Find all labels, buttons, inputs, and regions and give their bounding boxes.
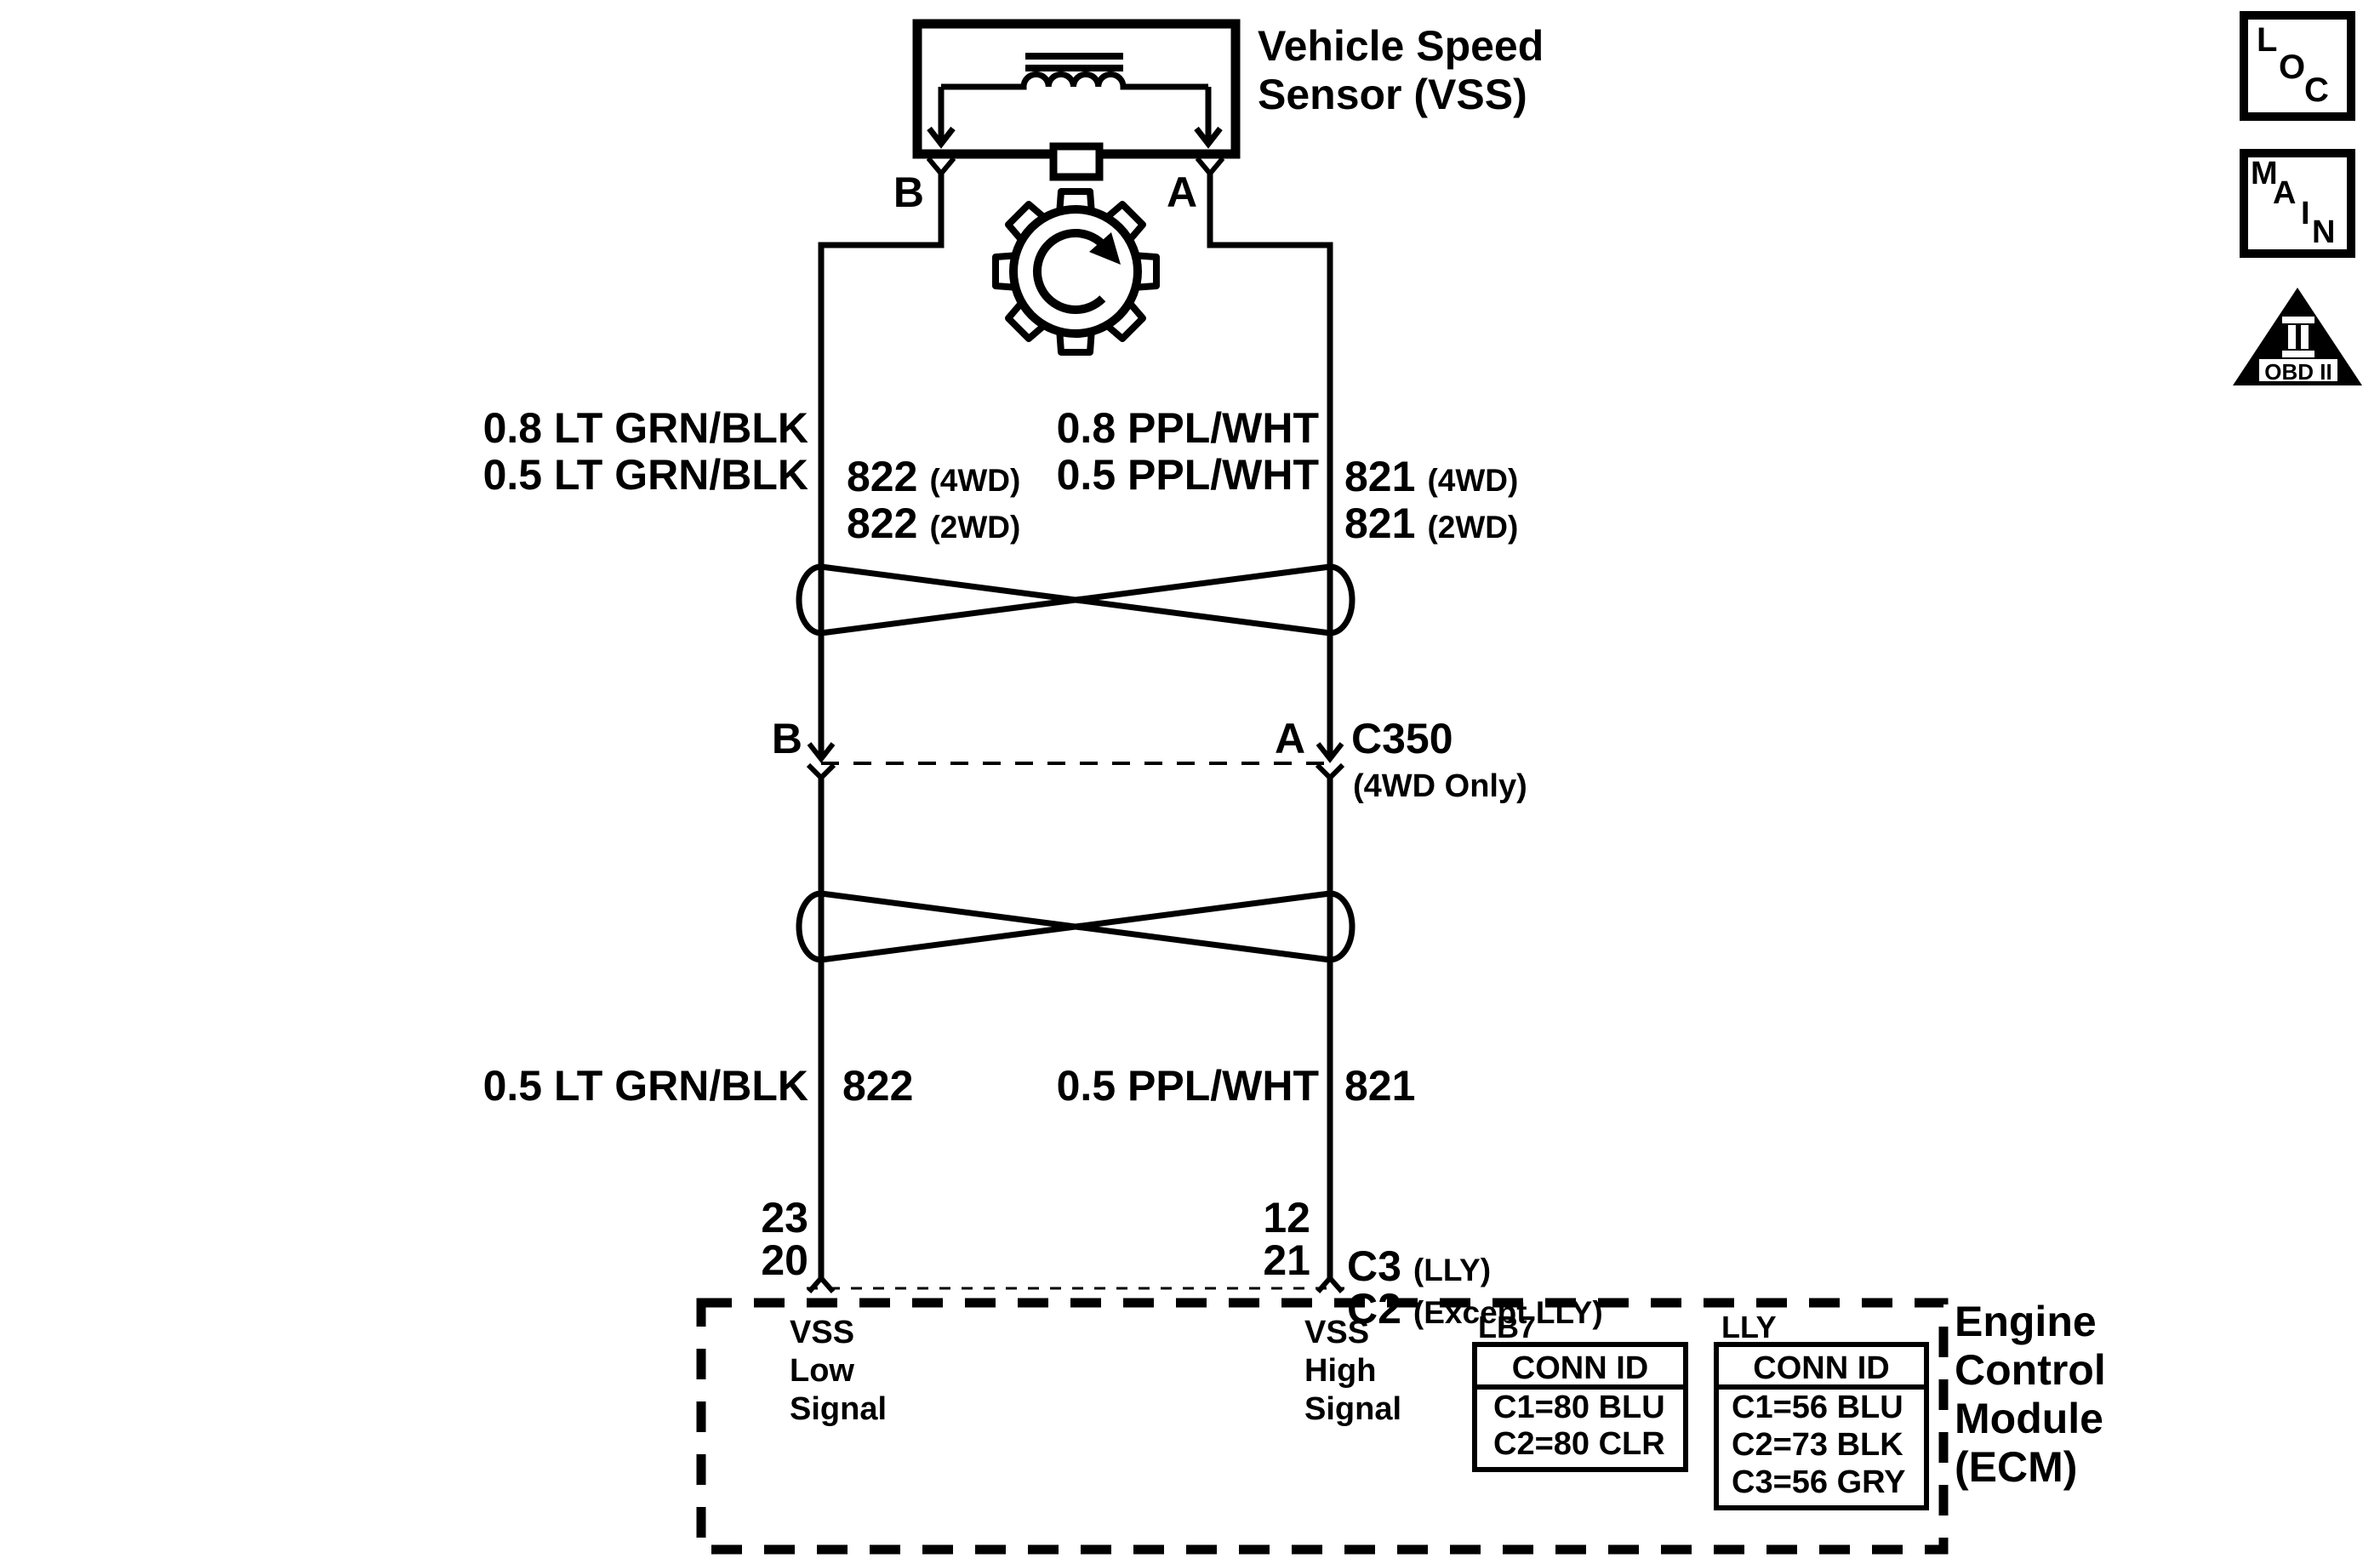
c350-terminal-a-label: A — [1275, 715, 1306, 762]
pin-number: 12 — [1263, 1194, 1310, 1241]
twisted-pair-icon-upper — [796, 563, 1356, 636]
main-badge-letter: A — [2273, 175, 2297, 211]
wire-a-high-signal — [1207, 174, 1333, 1278]
lly-conn-id-header: CONN ID — [1753, 1350, 1890, 1386]
lly-conn-table-frame — [1714, 1342, 1929, 1510]
ecm-low-signal-label: VSS Low Signal — [790, 1315, 888, 1427]
lly-conn-row: C2=73 BLK — [1732, 1427, 1903, 1463]
obd2-badge-label: OBD II — [2264, 359, 2332, 385]
arrow-down-icon — [927, 126, 956, 149]
circuit-number: 821(2WD) — [1344, 499, 1519, 547]
wire-label: 0.5 PPL/WHT — [1056, 451, 1319, 499]
connector-fork-icon — [926, 157, 956, 178]
connector-id-label: C3(LLY) — [1347, 1242, 1492, 1290]
obd2-pillar-icon — [2282, 317, 2314, 357]
ecm-dashed-box — [696, 1298, 1949, 1555]
wire-b-low-signal — [818, 174, 945, 1278]
terminal-a-label: A — [1167, 168, 1198, 216]
variant-note: (4WD) — [929, 463, 1021, 498]
lb7-title: LB7 — [1478, 1310, 1537, 1344]
wire-label: 0.5 LT GRN/BLK — [482, 1062, 808, 1110]
circuit-number: 822 — [842, 1062, 914, 1110]
lly-conn-row: C3=56 GRY — [1732, 1464, 1906, 1500]
loc-badge-letter: C — [2304, 71, 2329, 109]
lly-conn-row: C1=56 BLU — [1732, 1390, 1903, 1425]
c350-terminal-b-label: B — [771, 715, 802, 762]
loc-badge-letter: O — [2279, 49, 2306, 86]
ecm-high-signal-label: VSS High Signal — [1304, 1315, 1402, 1427]
connector-c350 — [806, 742, 1345, 782]
pin-number: 20 — [761, 1236, 808, 1284]
sensor-title: Vehicle Speed Sensor (VSS) — [1258, 22, 1544, 118]
main-badge-letter: N — [2312, 214, 2336, 250]
rotation-arrow-icon — [1032, 229, 1121, 314]
main-badge-letter: M — [2251, 156, 2278, 191]
lb7-conn-row: C1=80 BLU — [1493, 1390, 1665, 1425]
lb7-conn-id-header: CONN ID — [1511, 1350, 1649, 1386]
connector-fork-icon — [1195, 157, 1225, 178]
lb7-conn-row: C2=80 CLR — [1493, 1426, 1665, 1462]
wire-label: 0.5 PPL/WHT — [1056, 1062, 1319, 1110]
loc-badge-letter: L — [2257, 21, 2278, 59]
vss-sensor-box — [912, 19, 1241, 181]
connector-fork-icon — [1315, 762, 1345, 782]
variant-note: (4WD) — [1427, 463, 1519, 498]
pin-number: 23 — [761, 1194, 808, 1241]
variant-note: (Except LLY) — [1413, 1295, 1603, 1330]
main-badge-letter: I — [2301, 196, 2310, 231]
variant-note: (LLY) — [1413, 1253, 1492, 1287]
main-badge-frame — [2240, 149, 2355, 258]
sensor-tab-icon — [1049, 142, 1104, 181]
arrow-down-icon — [1316, 742, 1344, 763]
circuit-number: 821(4WD) — [1344, 453, 1519, 500]
wire-label: 0.8 LT GRN/BLK — [482, 404, 808, 452]
variant-note: (2WD) — [1427, 510, 1519, 545]
terminal-b-label: B — [893, 168, 924, 216]
reluctor-gear-icon — [992, 188, 1160, 356]
arrow-down-icon — [1194, 126, 1223, 149]
pin-number: 21 — [1263, 1236, 1310, 1284]
connector-id-label: C2(Except LLY) — [1347, 1285, 1603, 1333]
twisted-pair-icon-lower — [796, 890, 1356, 963]
wire-label: 0.5 LT GRN/BLK — [482, 451, 808, 499]
connector-fork-icon — [1316, 1274, 1344, 1293]
circuit-number: 822(4WD) — [847, 453, 1021, 500]
lly-title: LLY — [1721, 1310, 1777, 1344]
connector-fork-icon — [806, 762, 836, 782]
connector-fork-icon — [807, 1274, 836, 1293]
c350-name-label: C350 — [1351, 715, 1453, 762]
lb7-conn-table-frame — [1472, 1342, 1688, 1472]
c350-note-label: (4WD Only) — [1353, 768, 1527, 804]
circuit-number: 821 — [1344, 1062, 1416, 1110]
arrow-down-icon — [807, 742, 836, 763]
obd2-triangle-icon — [2233, 288, 2362, 385]
circuit-number: 822(2WD) — [847, 499, 1021, 547]
inductor-coil-icon — [927, 71, 1223, 149]
wire-label: 0.8 PPL/WHT — [1056, 404, 1319, 452]
magnetic-core-icon — [1025, 53, 1123, 71]
obd2-label-band — [2259, 359, 2337, 381]
loc-badge-frame — [2240, 11, 2355, 121]
variant-note: (2WD) — [929, 510, 1021, 545]
ecm-pin-forks — [807, 1274, 1344, 1293]
ecm-module-label: Engine Control Module (ECM) — [1955, 1298, 2106, 1491]
